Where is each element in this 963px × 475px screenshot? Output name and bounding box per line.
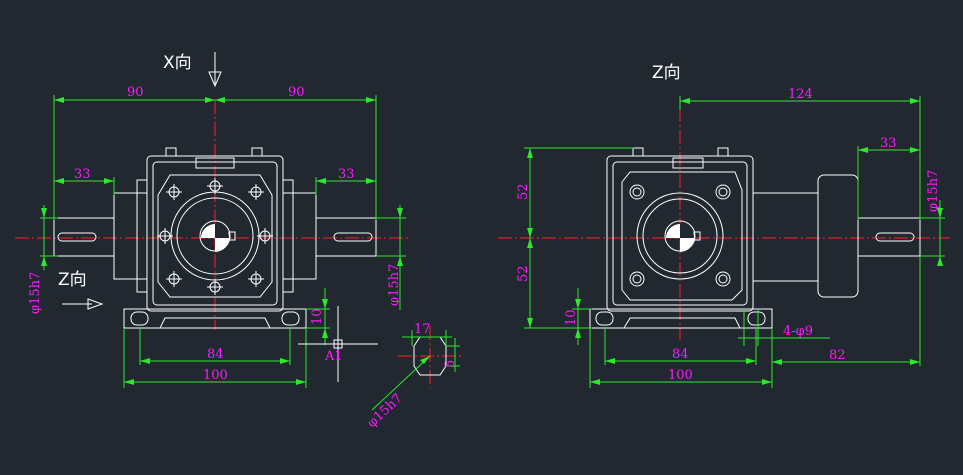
right-shaft — [315, 217, 377, 257]
dim-shaft-dia-right — [376, 205, 406, 310]
left-shaft-keyway — [57, 232, 97, 242]
z-dim-shaft-offset-text: 82 — [829, 348, 846, 363]
z-bore-outer — [636, 192, 724, 280]
x-view-arrowhead — [208, 71, 222, 88]
z-dim-shaft-dia — [920, 200, 945, 266]
dim-half-left: 90 — [127, 85, 144, 100]
front-view: X向 Z向 90 90 33 — [15, 52, 408, 388]
z-bearing-housing — [752, 192, 819, 282]
shaft-section-detail: 17 5 φ15h7 — [364, 322, 462, 431]
z-dim-holes — [738, 310, 830, 346]
dim-shaft-right-text: 33 — [338, 167, 355, 182]
z-shaft-keyway — [875, 232, 915, 242]
section-width-text: 17 — [414, 322, 431, 337]
z-shaft-key — [693, 231, 701, 241]
z-view: Z向 — [498, 63, 950, 388]
dim-base-height-text: 10 — [310, 308, 325, 325]
z-view-arrowhead — [87, 298, 104, 310]
z-top-boss-left — [632, 147, 644, 157]
z-dim-shaft-offset — [772, 256, 921, 366]
z-dim-base-width-text: 100 — [668, 368, 693, 383]
dim-shaft-dia-left-text: φ15h7 — [28, 272, 43, 314]
z-dim-hole-spacing — [604, 328, 757, 365]
dim-overall-width — [53, 95, 377, 220]
z-dim-base-height — [572, 288, 592, 345]
shaft-key — [228, 231, 236, 241]
z-base-slot-right — [747, 311, 766, 326]
z-dim-shaft-dia-text: φ15h7 — [926, 170, 941, 212]
z-dim-base-height-text: 10 — [564, 309, 579, 326]
dim-shaft-dia-left — [40, 205, 58, 270]
top-cap — [195, 157, 235, 169]
dim-half-right: 90 — [288, 85, 305, 100]
z-dim-lower-text: 52 — [516, 265, 531, 282]
right-bearing-housing — [282, 192, 317, 280]
z-dim-upper-text: 52 — [516, 183, 531, 200]
right-shaft-keyway — [333, 232, 373, 242]
z-base-relief — [623, 317, 741, 329]
dim-section-width — [402, 330, 452, 346]
z-bolt-holes — [629, 184, 731, 287]
z-top-boss-right — [717, 147, 729, 157]
base-plate — [123, 308, 307, 329]
housing-inner — [152, 161, 278, 306]
left-shaft — [53, 217, 115, 257]
z-dim-holes-text: 4-φ9 — [783, 324, 813, 339]
dim-section-key — [446, 338, 460, 372]
z-output-shaft — [857, 217, 921, 257]
bore-inner-circle — [176, 197, 254, 275]
datum-label: A1 — [324, 349, 343, 364]
dim-hole-spacing-text: 84 — [207, 347, 224, 362]
z-dim-shaft-text: 33 — [880, 136, 897, 151]
x-view-label: X向 — [163, 53, 192, 73]
flange-outline — [157, 174, 273, 298]
dim-base-height — [306, 288, 330, 345]
z-base-slot-left — [595, 311, 614, 326]
z-bearing-cap — [817, 174, 859, 298]
z-dim-heights — [524, 147, 634, 329]
z-base-plate — [589, 308, 773, 329]
z-dim-base-width — [589, 328, 773, 388]
dim-shaft-right — [315, 177, 376, 195]
dim-base-width — [123, 328, 307, 388]
z-bore-inner — [642, 198, 718, 274]
shaft-center-symbol — [201, 224, 229, 252]
dim-shaft-left-text: 33 — [74, 167, 91, 182]
dim-hole-spacing — [139, 328, 291, 365]
top-boss-left — [165, 147, 177, 157]
base-relief — [159, 317, 271, 329]
z-dim-shaft — [857, 146, 920, 220]
z-view-title: Z向 — [652, 63, 681, 83]
z-flange-outline — [621, 171, 743, 301]
z-dim-overall-text: 124 — [788, 87, 813, 102]
base-slot-left — [130, 311, 149, 326]
dim-shaft-dia-right-text: φ15h7 — [387, 264, 402, 306]
z-dim-hole-spacing-text: 84 — [672, 347, 689, 362]
dim-base-width-text: 100 — [203, 368, 228, 383]
left-bearing-housing — [113, 192, 148, 280]
z-view-label: Z向 — [58, 270, 87, 290]
base-slot-right — [281, 311, 300, 326]
section-dia-text: φ15h7 — [364, 391, 405, 431]
top-boss-right — [251, 147, 263, 157]
datum-marker — [298, 306, 378, 382]
z-top-cap — [672, 157, 704, 169]
z-dim-overall — [679, 96, 921, 220]
z-shaft-center-symbol — [666, 224, 694, 252]
left-housing-collar — [136, 179, 148, 293]
bolt-holes — [157, 178, 273, 295]
section-key-text: 5 — [443, 360, 458, 368]
right-housing-collar — [282, 179, 294, 293]
section-leader — [371, 355, 431, 411]
dim-shaft-left — [54, 177, 115, 195]
z-housing-inner — [612, 161, 748, 306]
